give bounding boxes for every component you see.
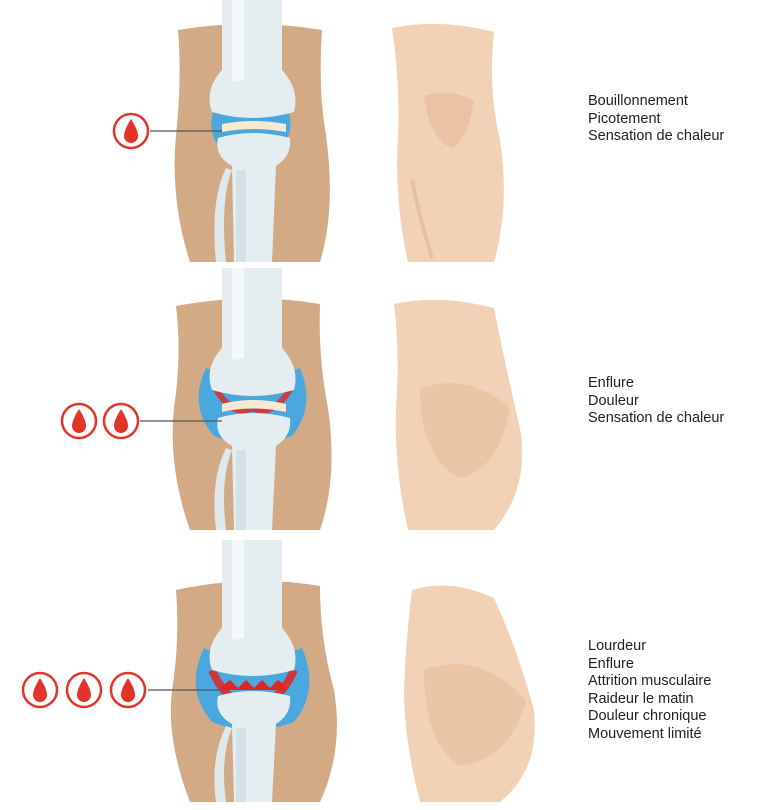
symptom-item: Lourdeur xyxy=(588,638,711,656)
symptom-item: Enflure xyxy=(588,656,711,674)
symptom-item: Attrition musculaire xyxy=(588,673,711,691)
symptom-item: Raideur le matin xyxy=(588,691,711,709)
blood-drop-marker xyxy=(62,404,96,438)
symptom-item: Sensation de chaleur xyxy=(588,128,724,146)
symptom-item: Sensation de chaleur xyxy=(588,410,724,428)
stage-2: Enflure Douleur Sensation de chaleur xyxy=(0,268,784,528)
blood-drop-marker xyxy=(111,673,145,707)
blood-drop-marker xyxy=(104,404,138,438)
symptom-item: Douleur chronique xyxy=(588,708,711,726)
stage-1-illustration xyxy=(0,0,560,270)
stage-2-illustration xyxy=(0,268,560,538)
symptom-item: Picotement xyxy=(588,111,724,129)
symptom-item: Douleur xyxy=(588,393,724,411)
blood-drop-marker xyxy=(114,114,148,148)
stage-2-symptom-list: Enflure Douleur Sensation de chaleur xyxy=(588,375,724,428)
stage-3-illustration xyxy=(0,540,560,810)
symptom-item: Mouvement limité xyxy=(588,726,711,744)
symptom-item: Bouillonnement xyxy=(588,93,724,111)
blood-drop-marker xyxy=(23,673,57,707)
stage-1-symptom-list: Bouillonnement Picotement Sensation de c… xyxy=(588,93,724,146)
symptom-item: Enflure xyxy=(588,375,724,393)
stage-1: Bouillonnement Picotement Sensation de c… xyxy=(0,0,784,260)
stage-3: Lourdeur Enflure Attrition musculaire Ra… xyxy=(0,540,784,800)
blood-drop-marker xyxy=(67,673,101,707)
stage-3-symptom-list: Lourdeur Enflure Attrition musculaire Ra… xyxy=(588,638,711,743)
